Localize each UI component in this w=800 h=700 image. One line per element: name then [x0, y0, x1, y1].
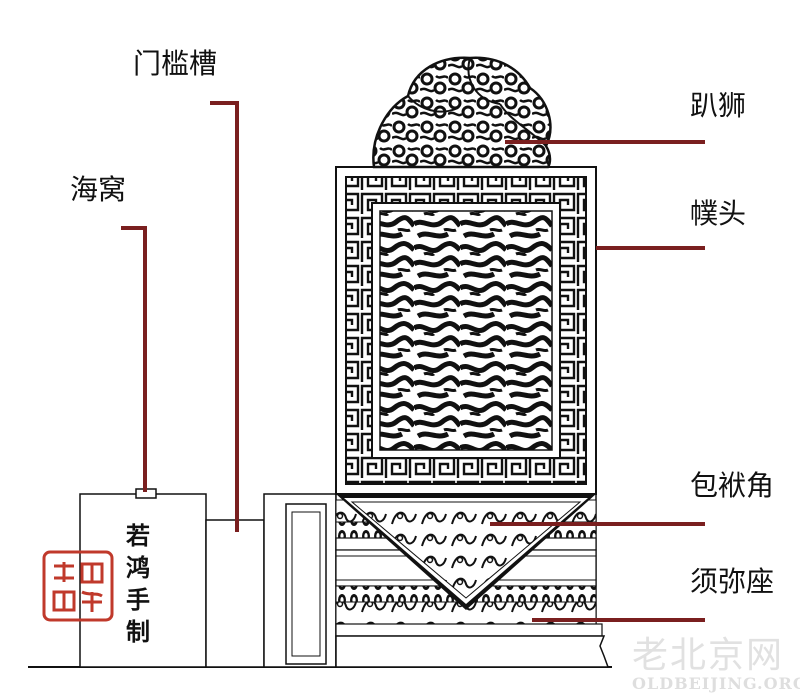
leader-haiwo — [121, 226, 147, 492]
watermark-url: OLDBEIJING.ORG — [632, 674, 800, 693]
pashi-lion — [372, 56, 552, 169]
label-putou: 幞头 — [690, 197, 747, 230]
artist-seal — [42, 550, 114, 622]
label-xumizuo: 须弥座 — [690, 565, 775, 598]
leader-menkancao — [210, 101, 239, 532]
watermark-cn: 老北京网 — [632, 635, 785, 676]
artist-signature: 若鸿手制 — [126, 522, 150, 646]
threshold-groove — [205, 519, 265, 668]
pier-side-inset-inner — [291, 511, 321, 657]
label-menkancao: 门槛槽 — [133, 47, 218, 80]
leader-lines — [121, 101, 705, 622]
label-baofujiao: 包袱角 — [690, 469, 775, 502]
label-pashi: 趴狮 — [690, 89, 747, 122]
label-haiwo: 海窝 — [70, 173, 127, 206]
putou-panel — [335, 166, 597, 495]
